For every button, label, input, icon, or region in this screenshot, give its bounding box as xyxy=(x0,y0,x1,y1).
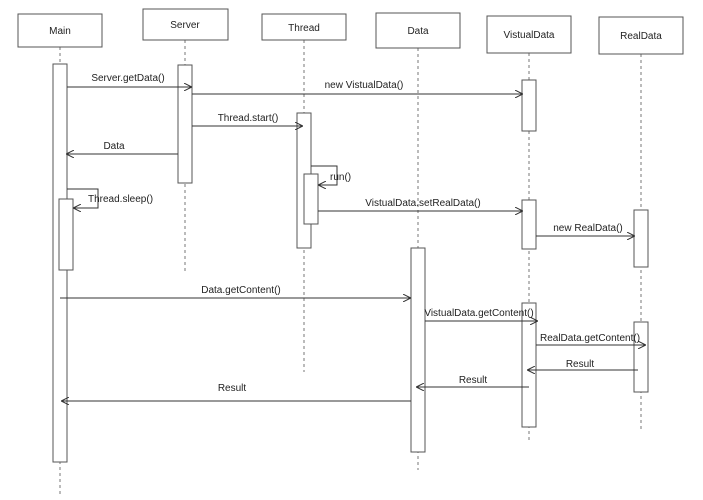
activation-data xyxy=(410,247,426,453)
participant-main: Main xyxy=(17,13,103,48)
message-label: RealData.getContent() xyxy=(540,333,640,344)
message-label: Thread.sleep() xyxy=(88,194,153,205)
message-label: VistualData.setRealData() xyxy=(365,198,480,209)
activation-vdata-3 xyxy=(521,302,537,428)
message-server-getdata: Server.getData() xyxy=(67,73,191,87)
activation-thread-2 xyxy=(303,173,319,225)
participant-thread: Thread xyxy=(261,13,347,41)
message-data-getcontent: Data.getContent() xyxy=(60,285,410,298)
message-label: Thread.start() xyxy=(218,113,279,124)
message-vistualdata-getcontent: VistualData.getContent() xyxy=(424,308,537,321)
message-label: Server.getData() xyxy=(91,73,164,84)
activation-server xyxy=(177,64,193,184)
message-new-vistualdata: new VistualData() xyxy=(192,80,522,94)
participant-label: Main xyxy=(49,26,71,37)
message-label: Result xyxy=(218,383,247,394)
message-label: VistualData.getContent() xyxy=(424,308,533,319)
message-new-realdata: new RealData() xyxy=(536,223,634,236)
message-run: run() xyxy=(311,165,351,185)
message-result-rdata-to-vdata: Result xyxy=(528,359,638,370)
message-result-data-to-main: Result xyxy=(62,383,411,401)
message-label: run() xyxy=(330,172,351,183)
activation-rdata-2 xyxy=(633,321,649,393)
participant-data: Data xyxy=(375,12,461,49)
participant-server: Server xyxy=(142,8,229,41)
message-thread-sleep: Thread.sleep() xyxy=(67,188,153,208)
participant-label: VistualData xyxy=(504,30,555,41)
participant-vdata: VistualData xyxy=(486,15,572,54)
message-label: Data xyxy=(103,141,125,152)
activation-main-2 xyxy=(58,198,74,271)
message-label: new RealData() xyxy=(553,223,622,234)
message-label: new VistualData() xyxy=(325,80,404,91)
message-data-return: Data xyxy=(67,141,178,154)
message-label: Result xyxy=(566,359,595,370)
participant-label: RealData xyxy=(620,31,662,42)
message-thread-start: Thread.start() xyxy=(192,113,302,126)
message-result-vdata-to-data: Result xyxy=(417,375,529,387)
participant-label: Data xyxy=(407,26,429,37)
message-setrealdata: VistualData.setRealData() xyxy=(318,198,522,211)
activation-vdata-1 xyxy=(521,79,537,132)
message-label: Result xyxy=(459,375,488,386)
participant-rdata: RealData xyxy=(598,16,684,55)
activation-rdata-1 xyxy=(633,209,649,268)
participant-label: Thread xyxy=(288,23,320,34)
participant-label: Server xyxy=(170,20,200,31)
message-label: Data.getContent() xyxy=(201,285,281,296)
message-realdata-getcontent: RealData.getContent() xyxy=(536,333,645,345)
activation-vdata-2 xyxy=(521,199,537,250)
